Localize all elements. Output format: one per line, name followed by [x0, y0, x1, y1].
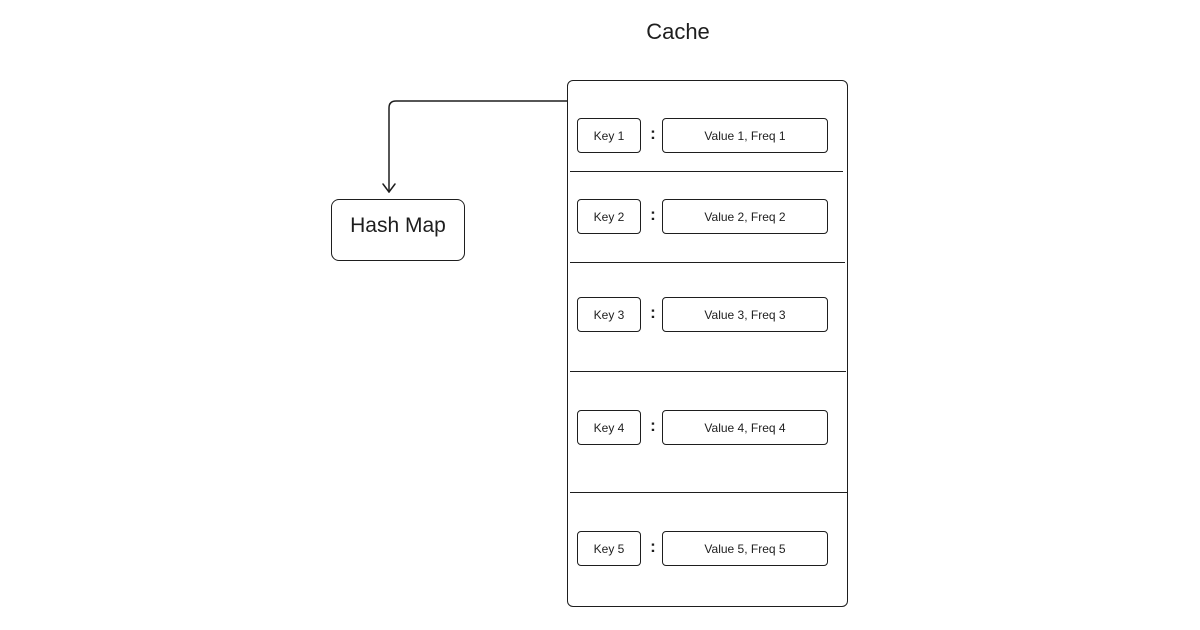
entry-divider [570, 371, 846, 372]
colon-separator-4: : [650, 415, 656, 435]
key-box-2: Key 2 [577, 199, 641, 234]
colon-separator-2: : [650, 204, 656, 224]
value-box-5: Value 5, Freq 5 [662, 531, 828, 566]
key-box-4: Key 4 [577, 410, 641, 445]
hash-map-box: Hash Map [331, 199, 465, 261]
value-box-2: Value 2, Freq 2 [662, 199, 828, 234]
key-box-1: Key 1 [577, 118, 641, 153]
colon-separator-3: : [650, 302, 656, 322]
value-box-4: Value 4, Freq 4 [662, 410, 828, 445]
key-box-3: Key 3 [577, 297, 641, 332]
colon-separator-5: : [650, 536, 656, 556]
cache-container [567, 80, 848, 607]
key-box-5: Key 5 [577, 531, 641, 566]
entry-divider [570, 262, 845, 263]
colon-separator-1: : [650, 123, 656, 143]
entry-divider [570, 492, 847, 493]
value-box-3: Value 3, Freq 3 [662, 297, 828, 332]
cache-title: Cache [646, 19, 710, 44]
arrowhead-icon [382, 183, 396, 193]
entry-divider [570, 171, 843, 172]
value-box-1: Value 1, Freq 1 [662, 118, 828, 153]
